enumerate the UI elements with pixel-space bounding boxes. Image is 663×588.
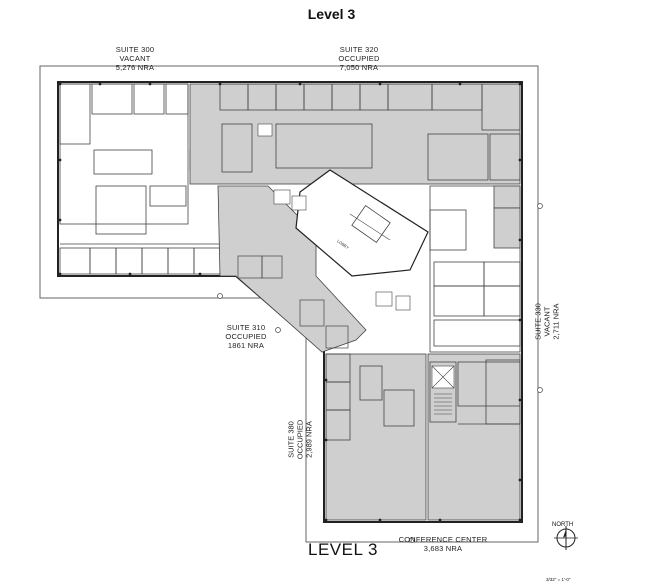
suite-310-area-value: 1861 NRA <box>227 341 265 350</box>
scale-label: 3/32" = 1'-0" <box>546 577 571 582</box>
suite-300-label: SUITE 300 VACANT 5,276 NRA <box>100 45 170 72</box>
floor-footer-title: LEVEL 3 <box>308 540 378 559</box>
suite-380-label: SUITE 380 OCCUPIED 2,989 NRA <box>287 405 314 475</box>
suite-310-name: SUITE 310 <box>226 323 266 332</box>
suite-380-name: SUITE 380 <box>286 421 296 458</box>
suite-380-status: OCCUPIED <box>295 419 305 460</box>
suite-310-status: OCCUPIED <box>225 332 267 341</box>
suite-300-area <box>59 83 221 275</box>
north-label: NORTH <box>552 522 574 528</box>
suite-320-area-value: 7,050 NRA <box>339 63 379 72</box>
suite-330-label: SUITE 330 VACANT 2,711 NRA <box>534 287 561 357</box>
structural-columns <box>58 82 522 522</box>
floor-title: Level 3 <box>307 6 356 22</box>
suite-320-name: SUITE 320 <box>339 45 379 54</box>
grid-markers <box>217 203 543 543</box>
suite-320-status: OCCUPIED <box>338 54 380 63</box>
suite-300-name: SUITE 300 <box>115 45 155 54</box>
suite-330-name: SUITE 330 <box>533 303 543 340</box>
conference-center-label: CONFERENCE CENTER 3,683 NRA <box>388 535 498 553</box>
north-arrow-icon <box>554 526 578 550</box>
conference-center-name: CONFERENCE CENTER <box>398 535 488 544</box>
lobby-label: LOBBY <box>336 238 350 250</box>
suite-330-area <box>429 185 521 353</box>
suite-380-area-value: 2,989 NRA <box>304 421 314 458</box>
suite-310-label: SUITE 310 OCCUPIED 1861 NRA <box>206 323 286 350</box>
suite-330-area-value: 2,711 NRA <box>551 303 561 340</box>
suite-330-status: VACANT <box>542 306 552 337</box>
suite-320-label: SUITE 320 OCCUPIED 7,050 NRA <box>322 45 396 72</box>
suite-380-area <box>325 353 427 521</box>
suite-320-area <box>189 83 521 185</box>
suite-300-status: VACANT <box>119 54 151 63</box>
suite-300-area-value: 5,276 NRA <box>115 63 155 72</box>
conference-center-area-value: 3,683 NRA <box>423 544 463 553</box>
building-setback-outline <box>39 65 539 543</box>
